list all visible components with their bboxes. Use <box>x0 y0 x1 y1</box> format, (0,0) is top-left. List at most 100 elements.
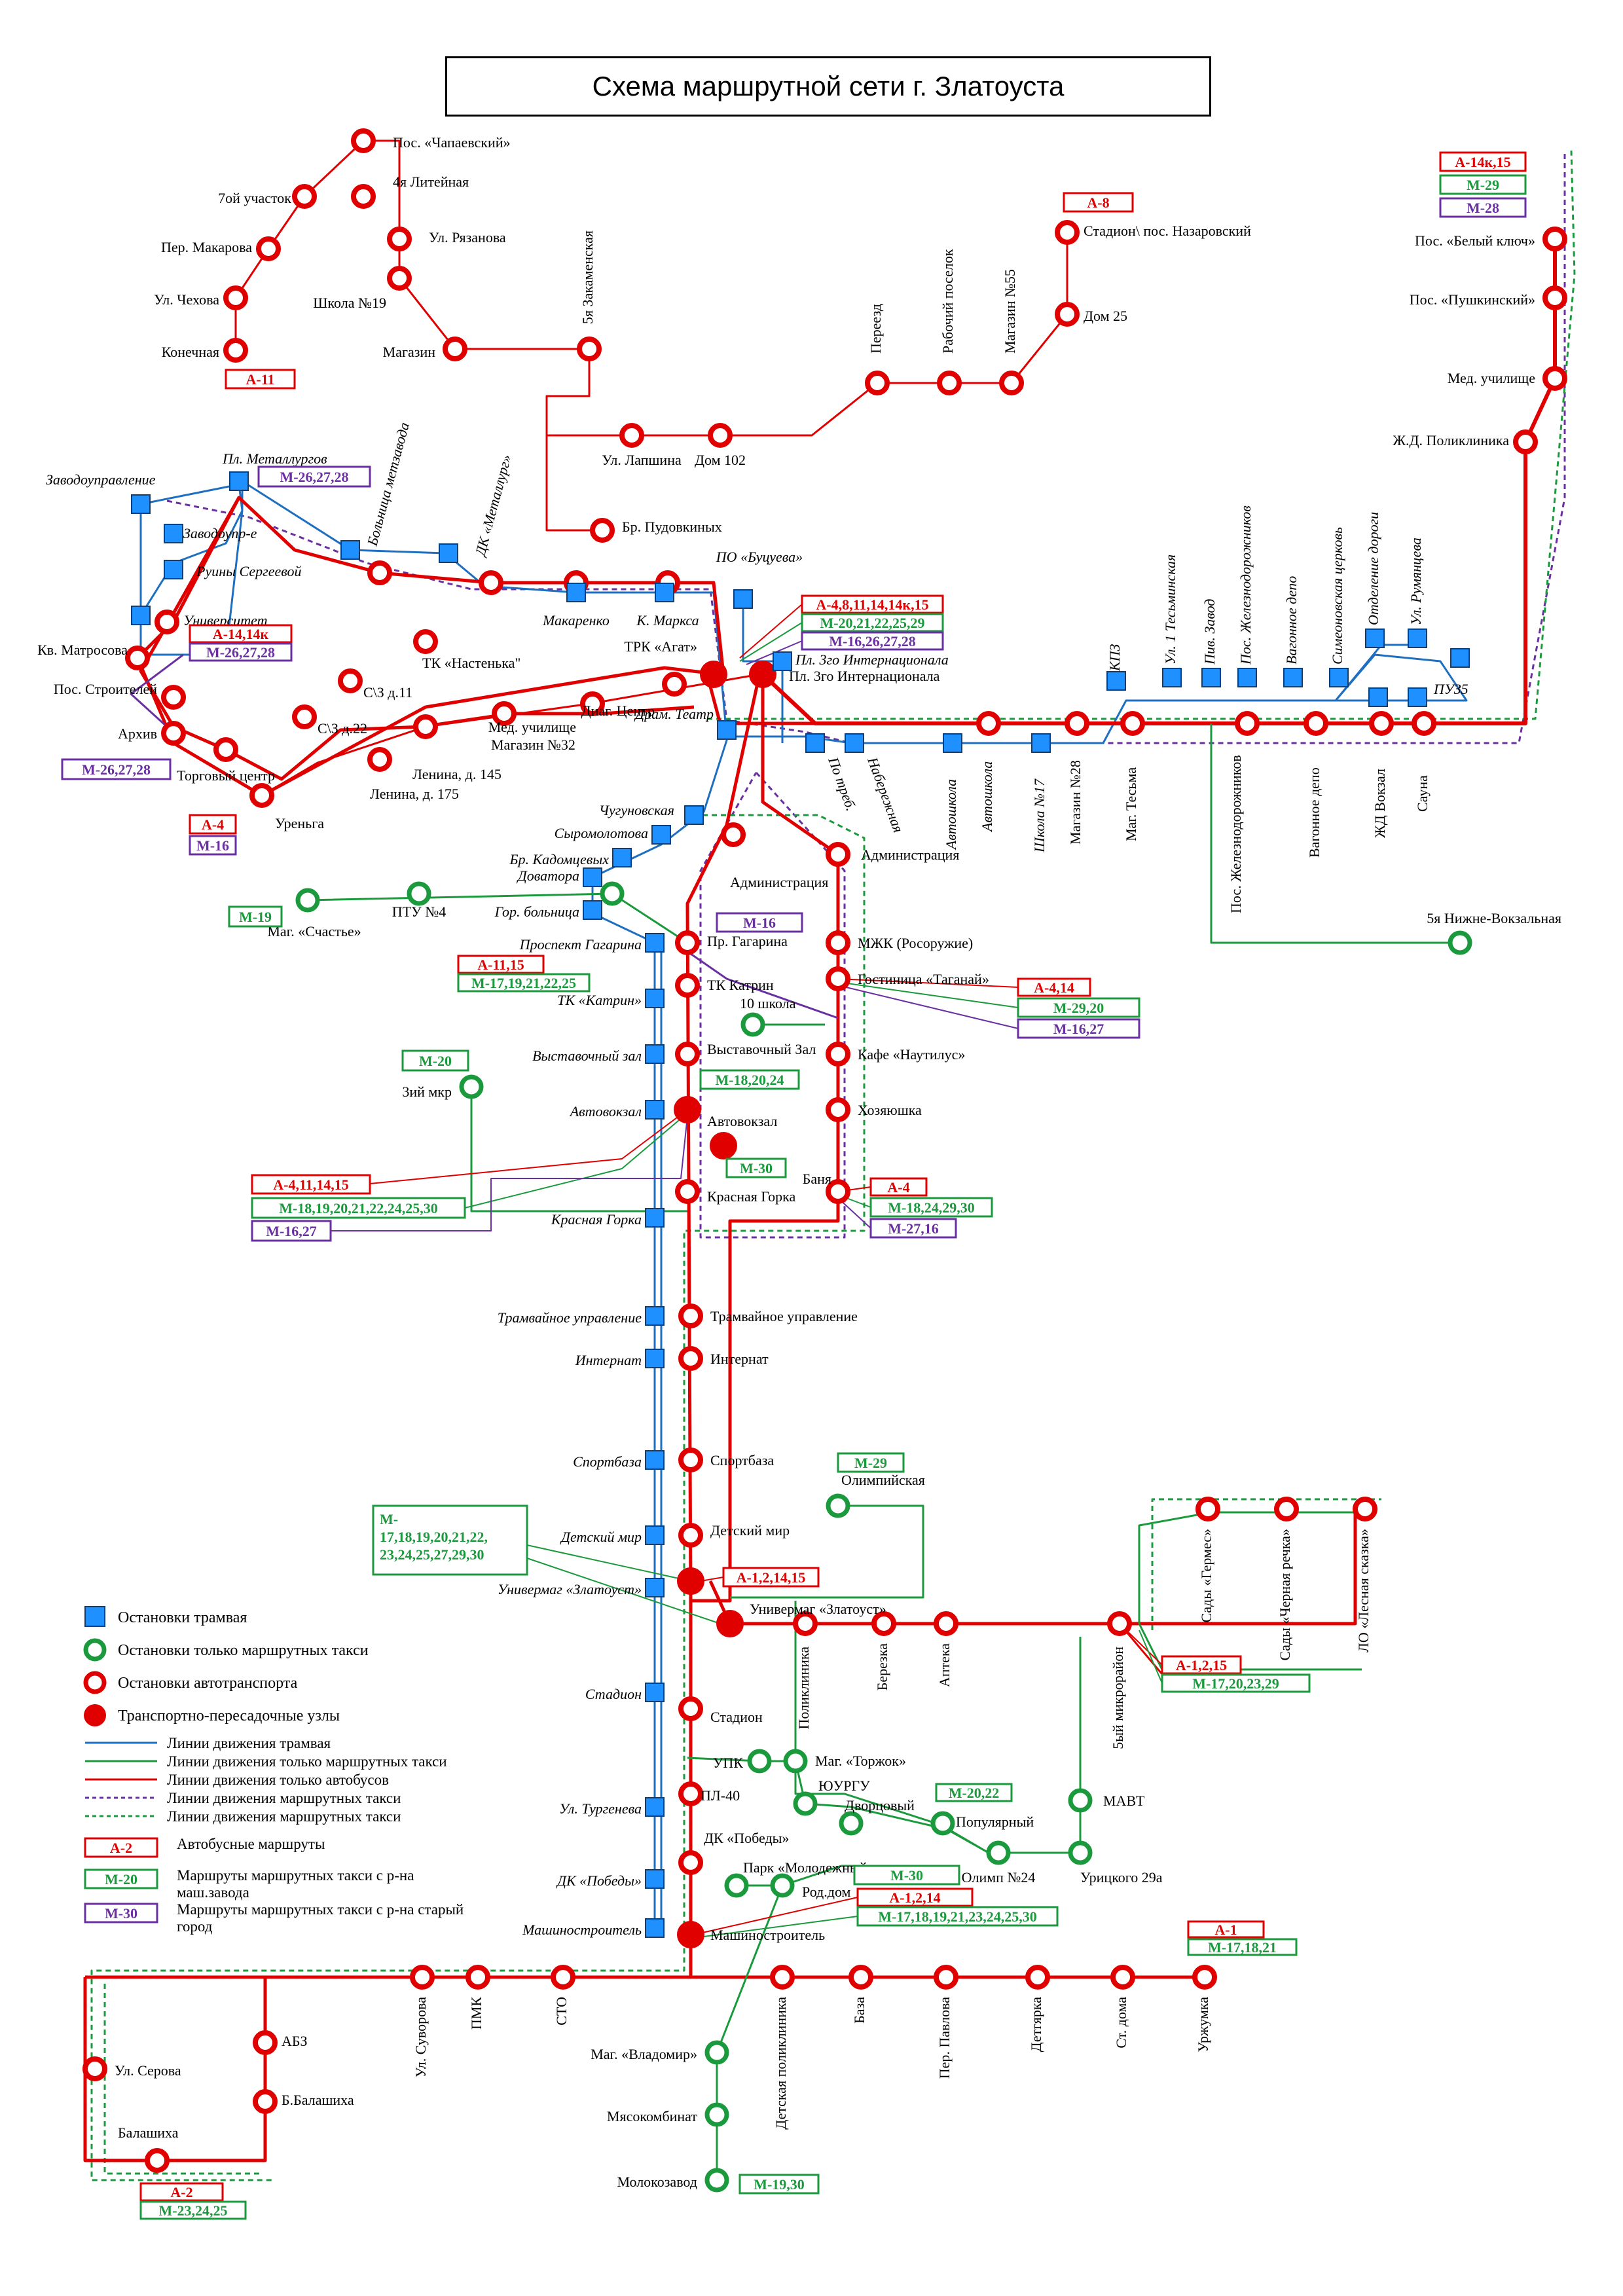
taxi-stop-rod_dom[interactable] <box>770 1873 795 1898</box>
bus-stop-pl40[interactable] <box>678 1781 703 1806</box>
taxi-stop-mag_torzhok[interactable] <box>783 1749 808 1774</box>
bus-stop-poliklinika[interactable] <box>793 1611 818 1636</box>
tram-stop-dram_teatr[interactable] <box>717 720 737 740</box>
transfer-hub-avtovokzal_h2[interactable] <box>710 1132 737 1159</box>
bus-stop-zhd_poliklinika[interactable] <box>1513 429 1538 454</box>
tram-stop-po_trebovaniyu[interactable] <box>805 733 825 753</box>
bus-stop-stadion_nazarovsky[interactable] <box>1055 220 1080 245</box>
transfer-hub-pl_3_int[interactable] <box>749 661 776 688</box>
tram-stop-ul_rumyantseva[interactable] <box>1408 629 1427 648</box>
bus-stop-dom25[interactable] <box>1055 302 1080 327</box>
tram-stop-sportbaza_tram[interactable] <box>645 1450 665 1470</box>
bus-stop-uchastok7[interactable] <box>292 184 317 209</box>
bus-stop-baza[interactable] <box>848 1965 873 1990</box>
taxi-stop-populyarny[interactable] <box>930 1811 955 1836</box>
bus-stop-tk_katrin[interactable] <box>675 973 700 998</box>
taxi-stop-yuurgu[interactable] <box>793 1791 818 1816</box>
bus-stop-sportbaza[interactable] <box>678 1448 703 1472</box>
bus-stop-bolnitsa_metzavoda[interactable] <box>367 560 392 585</box>
transfer-hub-trk_agat[interactable] <box>700 661 727 688</box>
bus-stop-mag_tesma[interactable] <box>1120 711 1145 736</box>
tram-stop-tram_makarenko[interactable] <box>566 583 586 602</box>
bus-stop-lo_lesnaya_skazka[interactable] <box>1353 1497 1377 1522</box>
bus-stop-ul_serova[interactable] <box>82 2056 107 2081</box>
taxi-stop-myasokombinat[interactable] <box>704 2102 729 2127</box>
tram-stop-vystavochny_zal_tram[interactable] <box>645 1044 665 1064</box>
transfer-hub-avtovokzal[interactable] <box>674 1096 701 1123</box>
tram-stop-zavodoupravlenie[interactable] <box>131 494 151 514</box>
tram-stop-syromolotova[interactable] <box>651 825 671 845</box>
bus-stop-urenga[interactable] <box>249 783 274 808</box>
bus-stop-administratsiya_l[interactable] <box>721 822 746 847</box>
taxi-stop-shkola10[interactable] <box>740 1012 765 1037</box>
bus-stop-detskaya_poliklinika[interactable] <box>770 1965 795 1990</box>
tram-stop-pos_zheleznodorozhnikov_tram[interactable] <box>1237 668 1257 687</box>
taxi-stop-mag_vladomir[interactable] <box>704 2040 729 2065</box>
bus-stop-banya[interactable] <box>826 1179 850 1204</box>
taxi-stop-mkr3[interactable] <box>459 1074 484 1099</box>
bus-stop-sz_d11[interactable] <box>338 668 363 693</box>
tram-stop-ruiny_sergeevoy[interactable] <box>164 560 183 579</box>
taxi-stop-ptu4[interactable] <box>407 881 431 906</box>
bus-stop-mzhk[interactable] <box>826 930 850 955</box>
bus-stop-abz[interactable] <box>253 2030 278 2055</box>
bus-stop-ryazanova[interactable] <box>387 227 412 251</box>
tram-stop-vagonnoe_depo_tram[interactable] <box>1283 668 1303 687</box>
tram-stop-tramvaynoe_upr_tram[interactable] <box>645 1306 665 1326</box>
tram-stop-dk_pobedy_tram[interactable] <box>645 1869 665 1889</box>
tram-stop-avtoshkola_tram[interactable] <box>943 733 962 753</box>
bus-stop-konechnaya[interactable] <box>223 338 248 363</box>
bus-stop-apteka[interactable] <box>934 1611 958 1636</box>
bus-stop-bely_klyuch[interactable] <box>1542 227 1567 251</box>
bus-stop-lapshina[interactable] <box>619 423 644 448</box>
tram-stop-tk_katrin_tram[interactable] <box>645 989 665 1008</box>
tram-stop-ul_1_tesminskaya[interactable] <box>1162 668 1182 687</box>
tram-stop-univermag_tram[interactable] <box>645 1578 665 1597</box>
taxi-stop-park_molodezhny[interactable] <box>724 1873 749 1898</box>
bus-stop-zhd_vokzal[interactable] <box>1369 711 1394 736</box>
bus-stop-pos_zheleznodorozhnikov[interactable] <box>1235 711 1260 736</box>
bus-stop-balashikha[interactable] <box>145 2148 170 2173</box>
bus-stop-med_uchilishche[interactable] <box>1542 366 1567 391</box>
bus-stop-urzhumka[interactable] <box>1192 1965 1217 1990</box>
tram-stop-tram_kmarksa[interactable] <box>655 583 674 602</box>
bus-stop-chapaevsky[interactable] <box>351 128 376 153</box>
bus-stop-sady_chernaya_rechka[interactable] <box>1274 1497 1299 1522</box>
tram-stop-pl_3_int_tram[interactable] <box>773 651 792 671</box>
bus-stop-arkhiv[interactable] <box>161 721 186 746</box>
bus-stop-ul_suvorova[interactable] <box>410 1965 435 1990</box>
taxi-stop-mag_schastye[interactable] <box>295 888 320 913</box>
taxi-stop-olimpiyskaya[interactable] <box>826 1493 850 1518</box>
bus-stop-liteynaya4[interactable] <box>351 184 376 209</box>
bus-stop-kv_matrosova[interactable] <box>125 646 150 670</box>
tram-stop-br_kadomtsevykh[interactable] <box>612 848 632 867</box>
bus-stop-detsky_mir[interactable] <box>678 1523 703 1548</box>
tram-stop-otdelenie_dorogi[interactable] <box>1365 629 1385 648</box>
bus-stop-stadion[interactable] <box>678 1696 703 1721</box>
taxi-stop-dvortsovy[interactable] <box>839 1811 864 1836</box>
tram-stop-naberezhnaya[interactable] <box>845 733 864 753</box>
bus-stop-lenina175[interactable] <box>367 747 392 772</box>
bus-stop-dk_metallurg[interactable] <box>479 570 503 595</box>
tram-stop-krasnaya_gorka_tram[interactable] <box>645 1208 665 1228</box>
bus-stop-berezka[interactable] <box>871 1611 896 1636</box>
tram-stop-tram_univ[interactable] <box>131 606 151 625</box>
taxi-stop-gor_bolnitsa_g[interactable] <box>600 881 625 906</box>
tram-stop-stadion_tram[interactable] <box>645 1683 665 1702</box>
bus-stop-krasnaya_gorka[interactable] <box>675 1179 700 1204</box>
bus-stop-mkr5[interactable] <box>1107 1611 1132 1636</box>
tram-stop-puz35[interactable] <box>1450 648 1470 668</box>
bus-stop-st_doma[interactable] <box>1110 1965 1135 1990</box>
transfer-hub-univermag_r[interactable] <box>716 1610 744 1637</box>
bus-stop-sady_germes[interactable] <box>1195 1497 1220 1522</box>
tram-stop-sauna_tram[interactable] <box>1408 687 1427 707</box>
bus-stop-pereezd[interactable] <box>865 371 890 395</box>
bus-stop-magazin55[interactable] <box>999 371 1024 395</box>
bus-stop-dk_pobedy[interactable] <box>678 1850 703 1875</box>
tram-stop-ul_turgeneva[interactable] <box>645 1797 665 1817</box>
tram-stop-kpz[interactable] <box>1106 671 1126 691</box>
bus-stop-zakamenskaya5[interactable] <box>577 337 602 361</box>
bus-stop-internat[interactable] <box>678 1346 703 1371</box>
tram-stop-internat_tram[interactable] <box>645 1349 665 1368</box>
tram-stop-detsky_mir_tram[interactable] <box>645 1525 665 1545</box>
